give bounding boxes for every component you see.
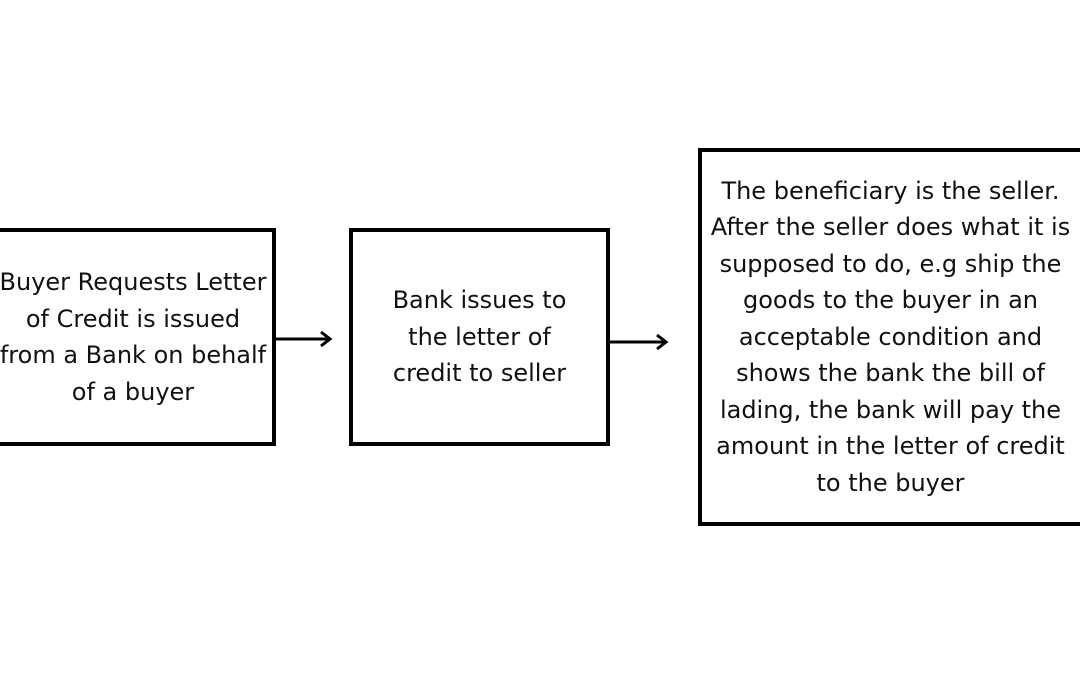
arrow-bank-to-beneficiary xyxy=(610,333,669,351)
buyer-request-text: Buyer Requests Letter of Credit is issue… xyxy=(0,268,267,406)
arrow-buyer-to-bank xyxy=(276,330,333,348)
bank-issues-text: Bank issues to the letter of credit to s… xyxy=(392,286,567,388)
beneficiary-box: The beneficiary is the seller. After the… xyxy=(698,148,1080,526)
bank-issues-box: Bank issues to the letter of credit to s… xyxy=(349,228,610,446)
buyer-request-box: Buyer Requests Letter of Credit is issue… xyxy=(0,228,276,446)
beneficiary-text: The beneficiary is the seller. After the… xyxy=(710,176,1071,497)
